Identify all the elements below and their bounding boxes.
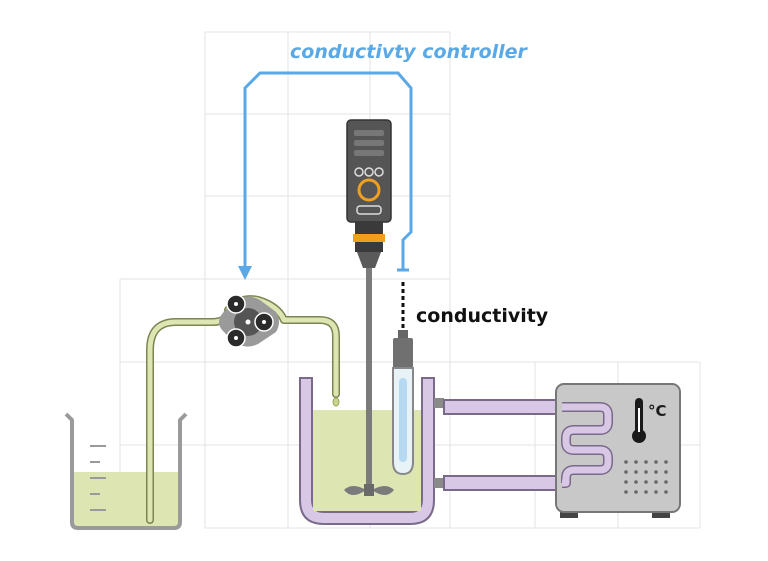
chiller-icon [555,383,681,518]
peristaltic-pump-icon [219,294,279,348]
drip-droplet [332,397,340,407]
circulation-lines [443,399,563,491]
overhead-stirrer-icon [344,119,394,496]
signal-line [243,71,413,272]
signal-arrowhead-icon [238,266,252,280]
thermometer-icon [632,398,646,443]
conductivity-label: conductivity [416,305,549,327]
conductivity-probe-icon [392,282,414,476]
celsius-label: °C [648,402,667,420]
controller-label: conductivty controller [290,41,529,63]
source-beaker [64,412,188,530]
